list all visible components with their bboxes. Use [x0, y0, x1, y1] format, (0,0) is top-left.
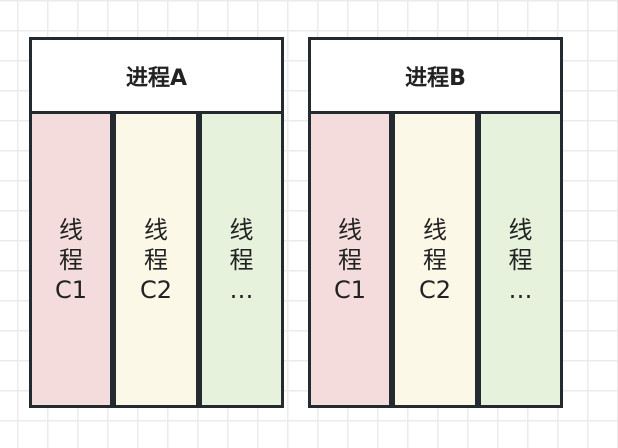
thread-label: 线程C2 — [139, 215, 173, 304]
thread-box: 线程C2 — [113, 111, 199, 408]
thread-box: 线程… — [199, 111, 284, 408]
thread-box: 线程… — [478, 111, 563, 408]
thread-box: 线程C1 — [308, 111, 392, 408]
thread-label: 线程C1 — [333, 215, 367, 304]
thread-box: 线程C2 — [392, 111, 478, 408]
thread-label: 线程C2 — [418, 215, 452, 304]
thread-label: 线程… — [229, 215, 254, 304]
thread-label: 线程C1 — [54, 215, 88, 304]
thread-box: 线程C1 — [29, 111, 113, 408]
process-header: 进程B — [308, 37, 563, 114]
process-header: 进程A — [29, 37, 284, 114]
thread-label: 线程… — [508, 215, 533, 304]
